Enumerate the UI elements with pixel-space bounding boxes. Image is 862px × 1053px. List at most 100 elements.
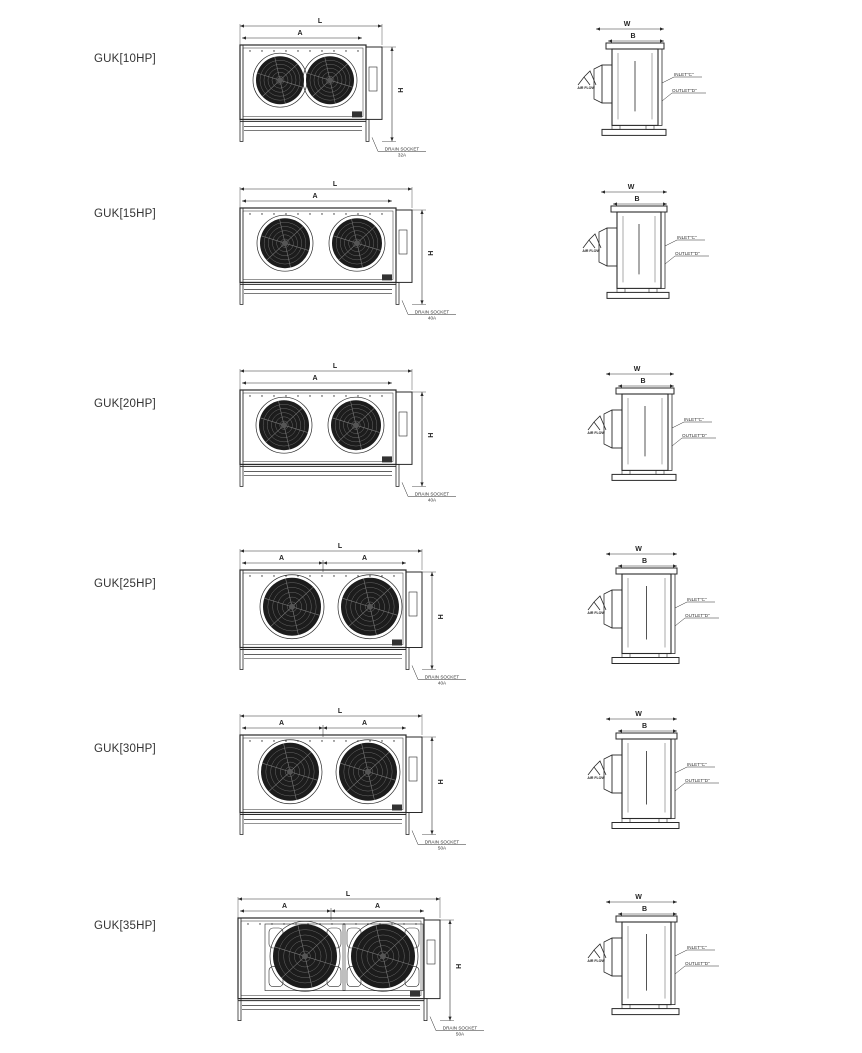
left-leg bbox=[239, 569, 244, 670]
dimension-line-w bbox=[606, 372, 674, 376]
fan-hood bbox=[603, 409, 613, 449]
dimension-label-a: A bbox=[282, 903, 287, 910]
left-leg bbox=[239, 389, 244, 487]
dimension-label-h: H bbox=[396, 88, 403, 93]
junction-panel bbox=[426, 939, 436, 965]
dimension-label-b: B bbox=[642, 906, 647, 913]
drain-leader-line bbox=[411, 665, 419, 680]
dimension-line-a bbox=[242, 199, 392, 203]
dimension-label-a: A bbox=[375, 903, 380, 910]
dimension-label-w: W bbox=[635, 711, 642, 718]
dimension-label-a: A bbox=[312, 193, 317, 200]
model-label: GUK[20HP] bbox=[94, 398, 156, 410]
dimension-line-a bbox=[242, 381, 392, 385]
dimension-label-b: B bbox=[640, 378, 645, 385]
air-flow-label: AIR FLOW bbox=[587, 959, 605, 963]
fan-hood bbox=[598, 227, 608, 267]
base-plate bbox=[611, 473, 677, 481]
fan bbox=[259, 574, 325, 640]
fan bbox=[337, 574, 403, 640]
drain-size-label: 40A bbox=[428, 315, 437, 320]
base-plate bbox=[611, 1008, 680, 1016]
dimension-label-h: H bbox=[436, 614, 443, 619]
drain-leader-line bbox=[429, 1016, 437, 1031]
dimension-line-h bbox=[448, 920, 452, 1021]
drain-valve-icon bbox=[382, 274, 392, 281]
drain-socket-label: DRAIN SOCKET bbox=[443, 1026, 478, 1031]
right-leg bbox=[405, 647, 410, 670]
dimension-label-l: L bbox=[333, 363, 338, 370]
foot bbox=[658, 818, 668, 823]
dimension-line-w bbox=[606, 900, 677, 904]
dimension-label-a: A bbox=[312, 375, 317, 382]
electrical-box bbox=[423, 919, 441, 1000]
model-label: GUK[10HP] bbox=[94, 53, 156, 65]
drain-valve-icon bbox=[392, 804, 402, 811]
side-rail bbox=[670, 573, 676, 654]
fan bbox=[256, 214, 314, 272]
dimension-label-l: L bbox=[318, 18, 323, 25]
dimension-label-b: B bbox=[630, 33, 635, 40]
dimension-line-w bbox=[606, 717, 677, 721]
dimension-label-a: A bbox=[279, 555, 284, 562]
inlet-label: INLET"C" bbox=[687, 945, 707, 950]
fan bbox=[328, 214, 386, 272]
junction-panel bbox=[398, 229, 408, 255]
dimension-line-h bbox=[420, 210, 424, 305]
outlet-leader bbox=[674, 965, 686, 975]
drain-socket-label: DRAIN SOCKET bbox=[425, 840, 460, 845]
dimension-label-l: L bbox=[338, 543, 343, 550]
drain-size-label: 40A bbox=[438, 681, 447, 686]
inlet-leader bbox=[674, 601, 688, 609]
dimension-line-w bbox=[596, 27, 664, 31]
dimension-label-h: H bbox=[454, 964, 461, 969]
outlet-leader bbox=[674, 782, 686, 792]
dimension-label-h: H bbox=[426, 251, 433, 256]
dimension-label-w: W bbox=[635, 894, 642, 901]
dimension-label-b: B bbox=[642, 723, 647, 730]
dimension-line-b bbox=[608, 39, 664, 43]
drain-size-label: 50A bbox=[438, 846, 447, 851]
dimension-label-l: L bbox=[338, 708, 343, 715]
outlet-label: OUTLET"D" bbox=[675, 251, 700, 256]
drain-size-label: 32A bbox=[398, 152, 407, 157]
dimension-line-l bbox=[240, 187, 412, 191]
dimension-line-h bbox=[430, 572, 434, 670]
fan-shroud bbox=[611, 754, 623, 794]
dimension-line-h bbox=[390, 47, 394, 142]
inlet-label: INLET"C" bbox=[687, 597, 707, 602]
foot bbox=[621, 653, 631, 658]
dimension-line-h bbox=[430, 737, 434, 835]
electrical-box bbox=[405, 571, 423, 648]
dimension-line-b bbox=[618, 384, 674, 388]
dimension-label-b: B bbox=[642, 558, 647, 565]
foot bbox=[621, 1004, 631, 1009]
right-leg bbox=[423, 998, 428, 1021]
top-cap bbox=[615, 732, 678, 740]
model-label: GUK[25HP] bbox=[94, 578, 156, 590]
dimension-line-l bbox=[240, 549, 422, 553]
side-rail bbox=[667, 393, 673, 471]
dimension-line-l bbox=[240, 714, 422, 718]
dimension-line-b bbox=[618, 912, 677, 916]
electrical-box bbox=[405, 736, 423, 813]
dimension-label-b: B bbox=[634, 196, 639, 203]
drain-valve-icon bbox=[352, 111, 362, 118]
left-leg bbox=[239, 734, 244, 835]
fan-guard-plate bbox=[342, 923, 424, 991]
dimension-line-w bbox=[606, 552, 677, 556]
top-cap bbox=[615, 915, 678, 923]
left-leg bbox=[239, 44, 244, 142]
inlet-leader bbox=[661, 76, 675, 84]
outlet-label: OUTLET"D" bbox=[672, 88, 697, 93]
fan bbox=[335, 739, 401, 805]
